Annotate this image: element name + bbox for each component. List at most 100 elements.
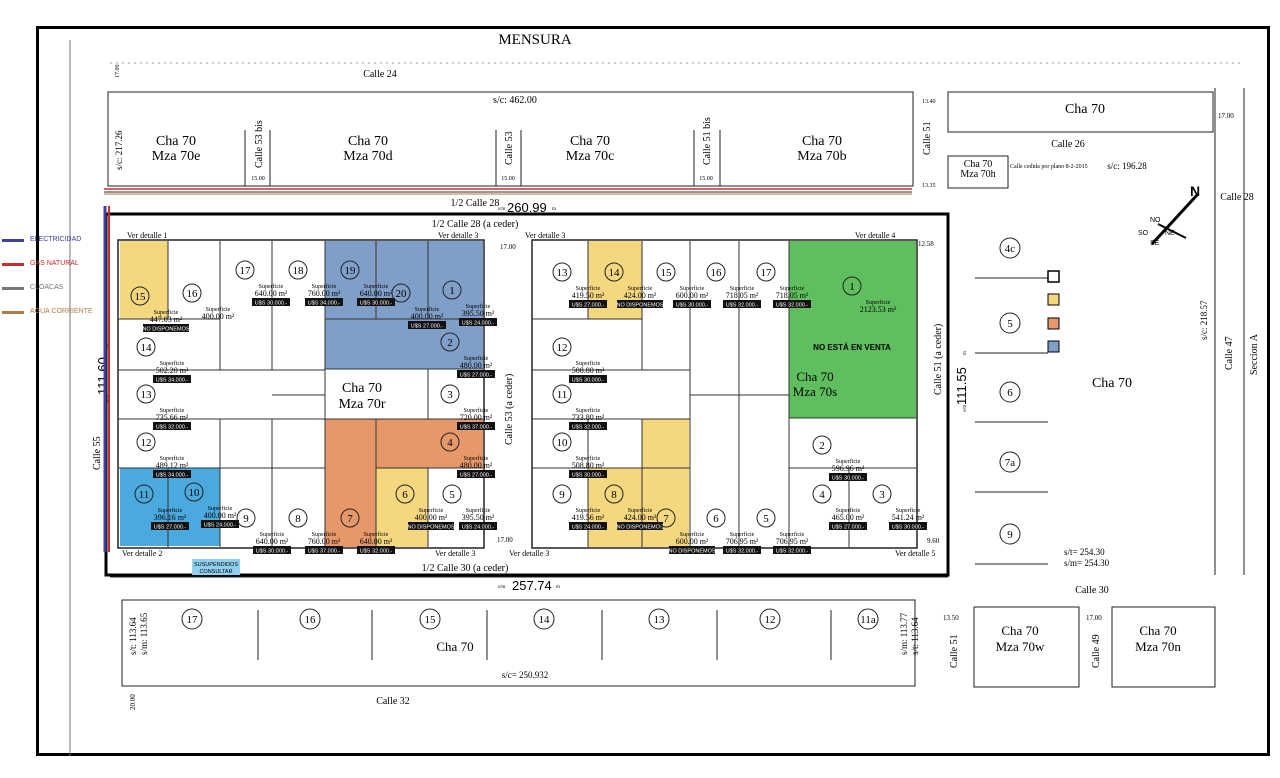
- bottom-lot-circle[interactable]: [181, 608, 203, 630]
- bottom-lot-circle[interactable]: [419, 608, 441, 630]
- detail-3b[interactable]: Ver detalle 3: [525, 231, 565, 240]
- detail-3c[interactable]: Ver detalle 3: [435, 549, 475, 558]
- price-badge: [253, 546, 291, 554]
- right-lot-circle[interactable]: [999, 451, 1021, 473]
- lot-number: 10: [189, 487, 201, 499]
- lot-superficie-label: Superficie: [259, 283, 284, 290]
- lot-1-left[interactable]: [428, 241, 483, 319]
- bottom-lot-circle[interactable]: [533, 608, 555, 630]
- svg-text:SE: SE: [1150, 240, 1160, 247]
- street-seccion-a: Seccion A: [1249, 333, 1260, 375]
- street-calle-49: Calle 49: [1091, 634, 1102, 668]
- lot-19-left[interactable]: [325, 241, 376, 319]
- lot-superficie-label: Superficie: [628, 507, 653, 514]
- bottom-lot-circle[interactable]: [299, 608, 321, 630]
- lot-superficie-label: Superficie: [576, 407, 601, 414]
- lot-1-mza70s[interactable]: [789, 241, 916, 418]
- lot-11-left[interactable]: [120, 468, 168, 546]
- lot-circle: [288, 260, 308, 280]
- lot-superficie-label: Superficie: [312, 531, 337, 538]
- lot-6-left[interactable]: [376, 468, 428, 547]
- mza70r-line1: Cha 70: [342, 381, 382, 396]
- lot-area: 489.12 m²: [156, 461, 189, 470]
- detail-4[interactable]: Ver detalle 4: [855, 231, 895, 240]
- lot-circle: [340, 260, 360, 280]
- lot-2-left[interactable]: [325, 319, 483, 369]
- measure-sc21726: s/c: 217.26: [114, 130, 124, 170]
- right-lot-circle[interactable]: [999, 237, 1021, 259]
- lot-superficie-label: Superficie: [160, 360, 185, 367]
- detail-5[interactable]: Ver detalle 5: [895, 549, 935, 558]
- detail-3d[interactable]: Ver detalle 3: [509, 549, 549, 558]
- measure-1500-c: 15.00: [699, 176, 713, 182]
- lot-number: 2: [819, 440, 825, 452]
- measure-sc19628: s/c: 196.28: [1107, 161, 1147, 171]
- lot-superficie-label: Superficie: [730, 531, 755, 538]
- price-badge: [673, 300, 711, 308]
- right-lot-circle[interactable]: [999, 523, 1021, 545]
- bottom-lot-circle[interactable]: [857, 608, 879, 630]
- detail-3a[interactable]: Ver detalle 3: [438, 231, 478, 240]
- measure-st25430: s/t= 254.30: [1064, 547, 1105, 557]
- bottom-lot-circle[interactable]: [759, 608, 781, 630]
- detail-1[interactable]: Ver detalle 1: [127, 231, 167, 240]
- suspended-badge[interactable]: [192, 559, 240, 575]
- lot-10-left[interactable]: [168, 468, 220, 546]
- right-lot-circle[interactable]: [999, 381, 1021, 403]
- bottom-lot-circle[interactable]: [648, 608, 670, 630]
- right-lot-circle[interactable]: [999, 312, 1021, 334]
- legend-label: GAS NATURAL: [30, 260, 79, 267]
- price-badge: [569, 422, 607, 430]
- lot-number: 18: [293, 265, 305, 277]
- lot-superficie-label: Superficie: [628, 285, 653, 292]
- lot-8-right[interactable]: [588, 468, 642, 547]
- detail-2[interactable]: Ver detalle 2: [122, 549, 162, 558]
- measure-st11364: s/t: 113.64: [128, 617, 138, 655]
- lot-15-left[interactable]: [120, 241, 168, 319]
- price-text: U$S 37.000.-: [460, 425, 493, 431]
- right-lot-number: 6: [1007, 387, 1013, 399]
- measure-1335: 13.35: [922, 183, 936, 189]
- lot-area: 480.00 m²: [460, 361, 493, 370]
- lot-area: 419.50 m²: [572, 291, 605, 300]
- lot-7-left[interactable]: [325, 419, 376, 547]
- lot-area: 508.80 m²: [572, 461, 605, 470]
